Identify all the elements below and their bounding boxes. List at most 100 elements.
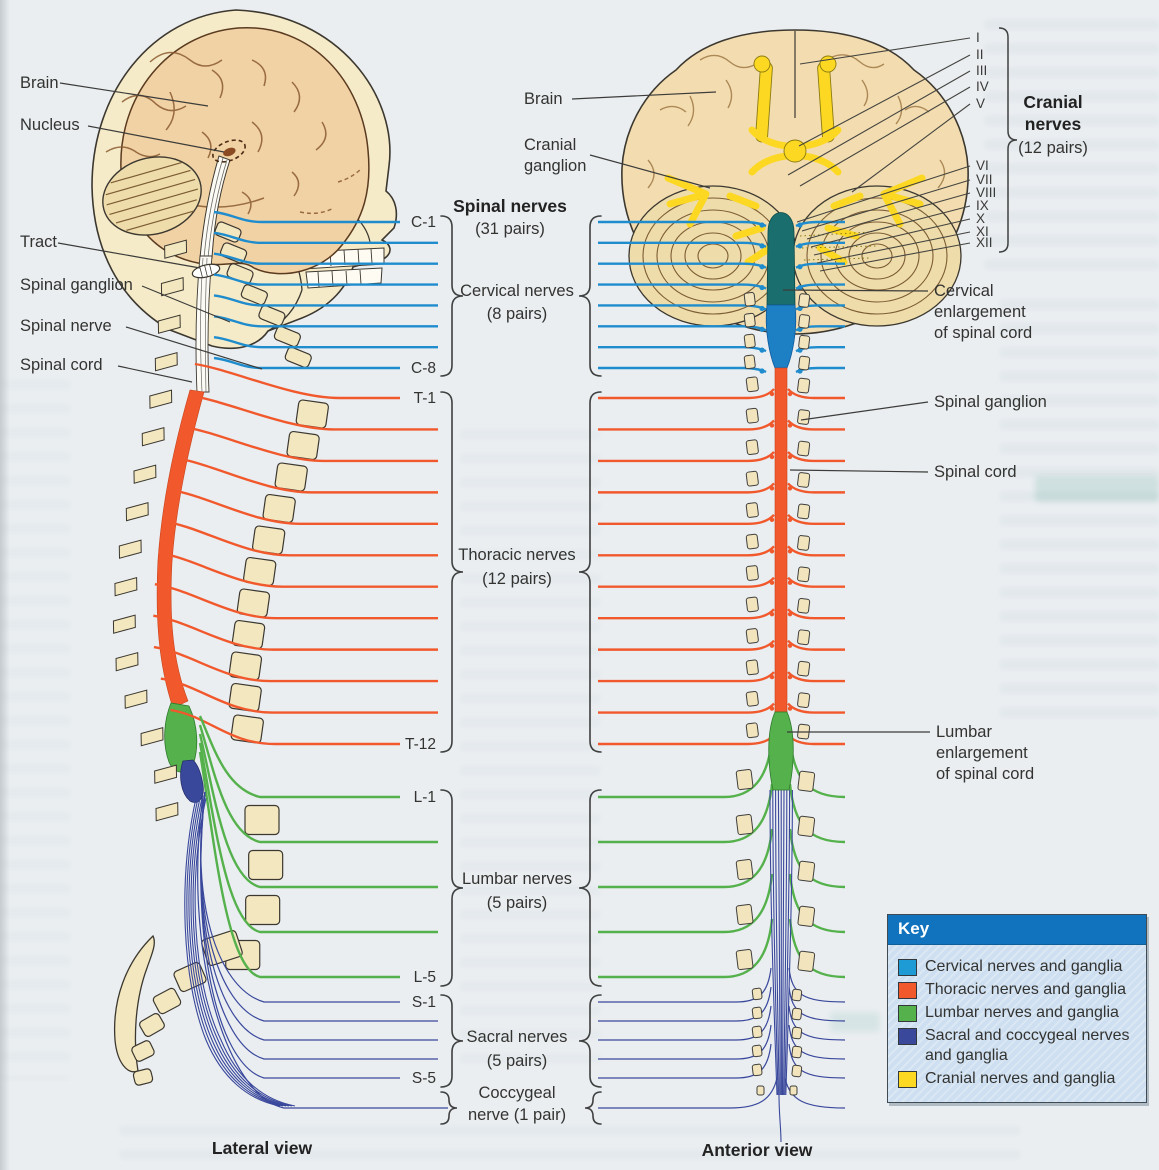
cord-upper-teal [766,212,796,306]
group-braces [440,215,602,1125]
vertebra [219,242,248,264]
vertebra [240,284,268,306]
nerve-line-lumbar [198,742,438,934]
cauda-fiber [783,789,788,1096]
nerve-line-lumbar [598,873,774,934]
ganglion-block [735,813,754,836]
ganglion-block [797,566,811,583]
nerve-line-thoracic [598,639,775,651]
ganglion-block [789,1085,798,1096]
brace-thoracic-anterior [578,391,602,753]
group-name-sacral: Sacral nerves [467,1028,568,1046]
vertebra [274,462,308,492]
nerve-line-sacral [788,986,846,1022]
nerve-line-lumbar [198,724,438,844]
cranial-numeral-leader [819,242,971,272]
cauda-fiber [781,789,785,1096]
ganglion-block [797,660,811,677]
anterior-spinal-cord [765,212,797,791]
nerve-line-lumbar [598,918,774,979]
cauda-fiber [188,797,287,1107]
ganglion-block [745,628,759,644]
label-nucleus: Nucleus [20,116,80,134]
cranial-numeral-VIII: VIII [976,185,996,200]
cranial-numeral-leader [816,231,971,264]
cauda-fiber [772,789,779,1096]
key-entry-label: Cranial nerves and ganglia [925,1070,1116,1087]
nerve-line-thoracic [183,425,438,463]
cranial-numeral-XII: XII [976,235,993,250]
spinous-process [124,689,148,709]
label-brain-lateral: Brain [20,74,59,92]
ganglion-block [735,948,754,971]
spinous-process [164,239,188,259]
label-spinal-cord-anterior: Spinal cord [934,463,1017,481]
ganglion-block [798,314,811,329]
cranial-numeral-VII: VII [976,172,993,187]
key-entry-label: Thoracic nerves and ganglia [925,981,1127,998]
nerve-line-thoracic [598,576,775,588]
cranial-numeral-IV: IV [976,79,989,94]
cranial-nerves-yellow [664,55,926,266]
ganglion-block [745,502,759,518]
vertebra [248,849,284,881]
group-name-coccygeal: Coccygeal [478,1084,555,1102]
nerve-line-thoracic [194,362,400,400]
brace-lumbar-anterior [578,789,602,987]
ganglion-block [743,354,756,370]
cranial-numeral-leader [796,165,971,223]
cauda-fiber [775,789,780,1096]
cranial-numeral-leader [798,54,971,147]
group-pairs-coccygeal: nerve (1 pair) [468,1106,566,1124]
key-entry-label: Sacral and coccygeal nerves and ganglia [925,1027,1130,1064]
spinous-process [115,651,139,672]
nerve-line-thoracic [787,388,845,400]
nerve-line-cervical [213,210,400,224]
nerve-line-thoracic [787,576,845,588]
group-pairs-sacral: (5 pairs) [487,1052,548,1070]
nerve-line-lumbar [198,751,400,979]
label-spinal-cord-lateral: Spinal cord [20,356,103,374]
cranial-numeral-VI: VI [976,158,989,173]
vertebra [132,1068,154,1086]
nerve-line-thoracic [163,520,438,557]
label-brain-anterior: Brain [524,90,563,108]
spinous-process [118,539,142,559]
cauda-fiber [184,797,281,1107]
ganglion-block [791,1045,803,1059]
cauda-fiber [769,789,778,1096]
group-pairs-thoracic: (12 pairs) [482,570,552,588]
nerve-line-cervical [795,262,845,269]
spinous-process [154,351,178,372]
group-name-lumbar: Lumbar nerves [462,870,572,888]
brace-coccygeal-anterior [584,1091,602,1125]
vertebra [245,894,281,926]
nerve-line-sacral [200,791,438,1041]
ganglion-block [751,1044,763,1058]
vertebra [152,987,182,1015]
ganglion-block [745,470,759,487]
cranial-numeral-leader [851,103,971,193]
nerve-line-cervical [213,252,438,265]
nerve-line-sacral [200,791,400,1079]
brace-cervical-anterior [578,215,602,377]
cervical-cord-band [195,255,213,393]
nerve-line-cervical [598,325,767,332]
ganglion-block [745,407,759,424]
brace-lumbar-lateral [440,789,464,987]
thoracic-cord-anterior [774,367,788,713]
nerve-line-sacral [598,986,772,1022]
spinous-process [140,726,164,747]
ganglion-block [745,376,759,393]
lateral-nerve-lines [153,210,448,1109]
segment-label-thoracic-last: T-12 [405,736,436,753]
ganglion-block [735,768,754,791]
nerve-line-cervical [795,241,845,248]
nerve-line-thoracic [176,457,438,494]
label-tract: Tract [20,233,57,251]
cauda-fiber [784,789,791,1096]
vertebra [244,804,280,836]
vertebra [284,346,312,368]
